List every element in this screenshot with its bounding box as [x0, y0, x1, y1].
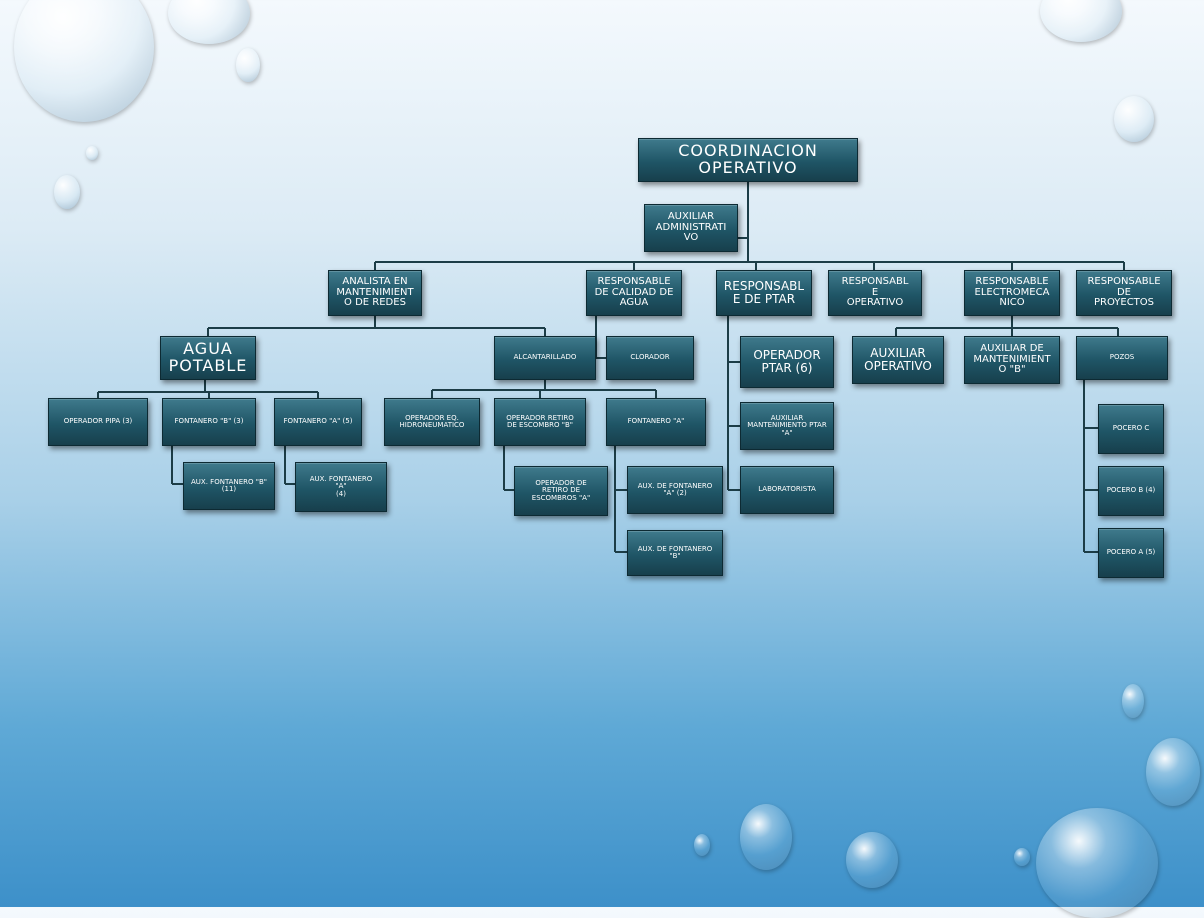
node-aux-fontanero-b: AUX. FONTANERO "B" (11) [183, 462, 275, 510]
node-operador-retiro-escombro-b: OPERADOR RETIRO DE ESCOMBRO "B" [494, 398, 586, 446]
node-pocero-b: POCERO B (4) [1098, 466, 1164, 516]
water-drop-decoration [54, 175, 80, 209]
node-agua-potable: AGUA POTABLE [160, 336, 256, 380]
node-pocero-c: POCERO C [1098, 404, 1164, 454]
node-aux-fontanero-b-alcantarillado: AUX. DE FONTANERO "B" [627, 530, 723, 576]
node-coordinacion-operativo: COORDINACION OPERATIVO [638, 138, 858, 182]
node-auxiliar-operativo: AUXILIAR OPERATIVO [852, 336, 944, 384]
water-drop-decoration [236, 48, 260, 82]
water-drop-decoration [740, 804, 792, 870]
node-fontanero-a-alcantarillado: FONTANERO "A" [606, 398, 706, 446]
water-drop-decoration [846, 832, 898, 888]
water-drop-decoration [1122, 684, 1144, 718]
node-responsable-calidad-agua: RESPONSABLE DE CALIDAD DE AGUA [586, 270, 682, 316]
node-responsable-electromecanico: RESPONSABLE ELECTROMECA NICO [964, 270, 1060, 316]
water-drop-decoration [1014, 848, 1030, 866]
water-drop-decoration [1036, 808, 1158, 918]
node-pocero-a: POCERO A (5) [1098, 528, 1164, 578]
node-responsable-ptar: RESPONSABL E DE PTAR [716, 270, 812, 316]
node-pozos: POZOS [1076, 336, 1168, 380]
node-responsable-operativo: RESPONSABL E OPERATIVO [828, 270, 922, 316]
node-fontanero-a: FONTANERO "A" (5) [274, 398, 362, 446]
node-analista-mantenimiento-redes: ANALISTA EN MANTENIMIENT O DE REDES [328, 270, 422, 316]
node-aux-fontanero-a: AUX. FONTANERO "A" (4) [295, 462, 387, 512]
water-drop-decoration [694, 834, 710, 856]
node-fontanero-b: FONTANERO "B" (3) [162, 398, 256, 446]
water-drop-decoration [14, 0, 154, 122]
node-aux-fontanero-a-alcantarillado: AUX. DE FONTANERO "A" (2) [627, 466, 723, 514]
water-drop-decoration [86, 146, 98, 160]
node-clorador: CLORADOR [606, 336, 694, 380]
node-responsable-proyectos: RESPONSABLE DE PROYECTOS [1076, 270, 1172, 316]
node-operador-retiro-escombros-a: OPERADOR DE RETIRO DE ESCOMBROS "A" [514, 466, 608, 516]
node-auxiliar-mantenimiento-ptar: AUXILIAR MANTENIMIENTO PTAR "A" [740, 402, 834, 450]
node-operador-pipa: OPERADOR PIPA (3) [48, 398, 148, 446]
water-drop-decoration [1114, 96, 1154, 142]
node-alcantarillado: ALCANTARILLADO [494, 336, 596, 380]
water-drop-decoration [1146, 738, 1200, 806]
node-operador-hidroneumatico: OPERADOR EQ. HIDRONEUMATICO [384, 398, 480, 446]
node-auxiliar-mantenimiento-b: AUXILIAR DE MANTENIMIENT O "B" [964, 336, 1060, 384]
node-operador-ptar: OPERADOR PTAR (6) [740, 336, 834, 388]
node-auxiliar-administrativo: AUXILIAR ADMINISTRATI VO [644, 204, 738, 252]
node-laboratorista: LABORATORISTA [740, 466, 834, 514]
